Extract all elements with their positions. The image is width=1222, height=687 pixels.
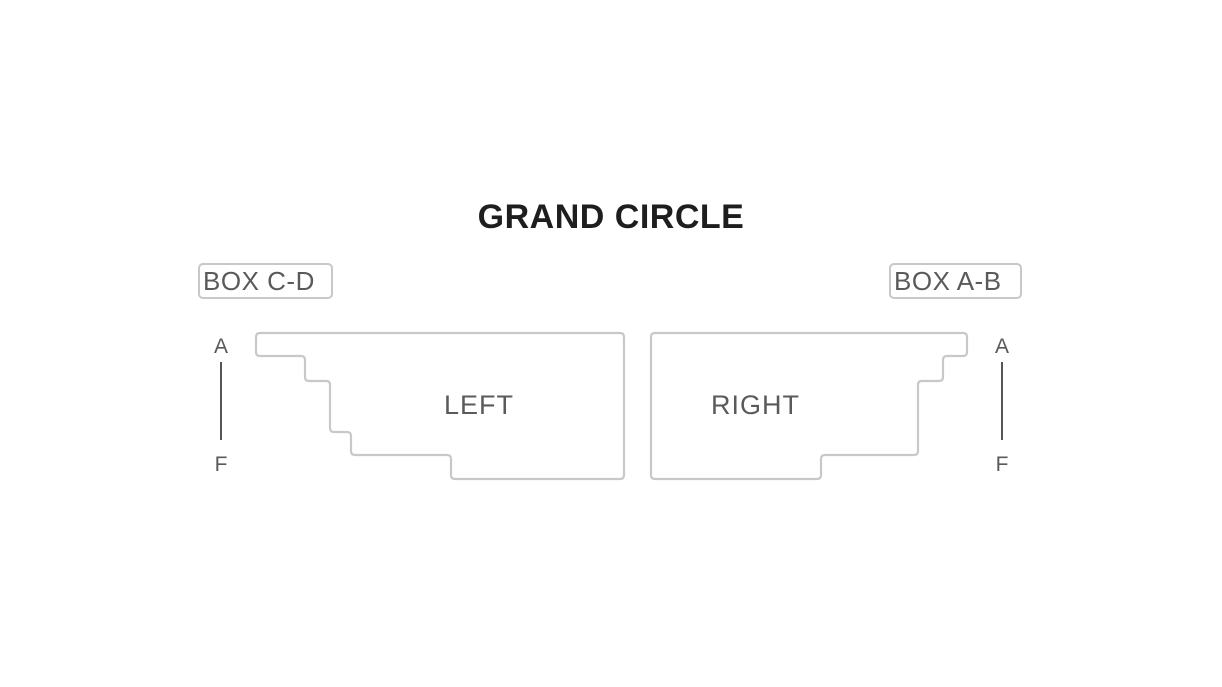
right-section-outline[interactable] (649, 331, 969, 481)
left-row-range-line (220, 362, 222, 440)
box-a-b[interactable]: BOX A-B (889, 263, 1022, 299)
right-row-range-line (1001, 362, 1003, 440)
right-section-label: RIGHT (711, 390, 800, 420)
left-section-label: LEFT (444, 390, 515, 420)
left-row-end-label: F (214, 453, 228, 476)
page-title: GRAND CIRCLE (477, 198, 745, 236)
left-section-outline[interactable] (254, 331, 626, 481)
box-c-d[interactable]: BOX C-D (198, 263, 333, 299)
left-row-start-label: A (213, 335, 228, 358)
right-row-end-label: F (995, 453, 1009, 476)
right-row-start-label: A (994, 335, 1009, 358)
